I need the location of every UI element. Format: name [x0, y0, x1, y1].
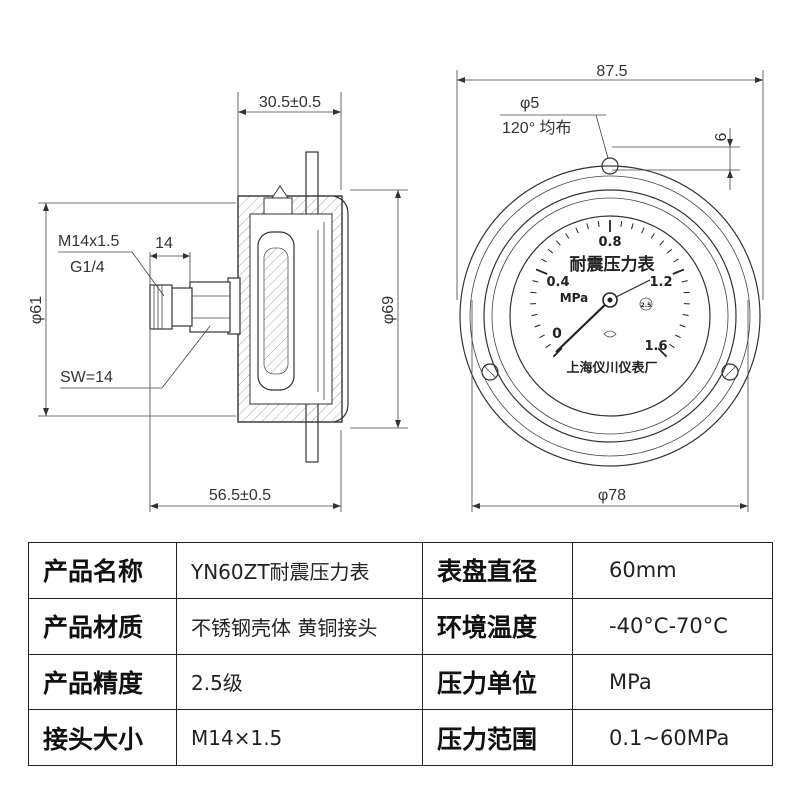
dial-tick [672, 268, 685, 275]
spec-value: M14×1.5 [176, 709, 423, 766]
accuracy-class-mark [639, 297, 653, 311]
mount-hole-right [721, 363, 739, 381]
dial-tick [631, 223, 634, 230]
dim-diameter-69: φ69 [380, 296, 397, 324]
mount-hole-left [481, 363, 499, 381]
dial-tick [541, 258, 547, 263]
dial-tick [666, 248, 673, 254]
spec-key: 压力范围 [422, 709, 573, 766]
scale-label-1.2: 1.2 [649, 275, 672, 290]
flange-outline [459, 165, 761, 467]
dial-tick [620, 220, 623, 227]
pointer-needle [555, 299, 611, 353]
side-view: 30.5±0.5 14 M14x1.5 G1/4 [28, 92, 408, 512]
spec-row: 接头大小 M14×1.5 压力范围 0.1~60MPa [28, 709, 773, 766]
dial-tick [659, 240, 665, 246]
dim-hole: φ5 [520, 95, 539, 112]
dial-tick [681, 280, 688, 283]
cert-mark-icon [603, 330, 617, 338]
spec-value: 0.1~60MPa [572, 709, 773, 766]
spec-key: 产品精度 [28, 653, 177, 711]
dim-flange-width: 87.5 [596, 63, 627, 80]
spec-key: 环境温度 [422, 597, 573, 655]
spec-row: 产品精度 2.5级 压力单位 MPa [28, 653, 773, 711]
dial-tick [683, 291, 690, 294]
dial-tick [539, 334, 545, 339]
dial-tick [657, 347, 668, 358]
hex-nut [189, 281, 231, 333]
dial-tick [547, 248, 554, 254]
spec-key: 产品材质 [28, 597, 177, 655]
dial-tick [535, 268, 548, 275]
dial-tick [586, 223, 589, 230]
spec-table: 产品名称 YN60ZT耐震压力表 表盘直径 60mm 产品材质 不锈钢壳体 黄铜… [28, 542, 773, 766]
dim-total-length: 56.5±0.5 [209, 487, 271, 504]
spec-key: 压力单位 [422, 653, 573, 711]
dim-pipe-thread: G1/4 [70, 259, 105, 276]
dial-tick [565, 233, 570, 239]
dial-title: 耐震压力表 [570, 254, 656, 275]
dial-ticks [530, 220, 690, 358]
dial-tick [679, 324, 686, 328]
scale-label-0.8: 0.8 [598, 235, 621, 250]
dial-maker: 上海仪川仪表厂 [566, 360, 657, 376]
dim-hole-note: 120° 均布 [502, 119, 572, 137]
dial-tick [555, 240, 561, 246]
dial-tick [531, 313, 538, 317]
dial-unit: MPa [560, 291, 589, 305]
dial-tick [675, 334, 681, 339]
scale-label-0.4: 0.4 [546, 275, 569, 290]
spec-row: 产品材质 不锈钢壳体 黄铜接头 环境温度 -40°C-70°C [28, 597, 773, 655]
dial-tick [545, 343, 551, 349]
thread-connector [149, 284, 173, 330]
dim-depth: 30.5±0.5 [259, 94, 321, 111]
dial-tick [673, 258, 679, 263]
dial-tick [575, 227, 579, 234]
dial-face [509, 215, 711, 417]
dim-diameter-61: φ61 [28, 296, 45, 324]
spec-value: 60mm [572, 542, 773, 599]
spec-value: MPa [572, 653, 773, 711]
dial-tick [532, 280, 539, 283]
svg-text:2.5: 2.5 [641, 302, 652, 309]
spec-key: 接头大小 [28, 709, 177, 766]
spec-value: -40°C-70°C [572, 597, 773, 655]
dial-tick [682, 313, 689, 317]
dial-tick [669, 343, 675, 349]
dial-tick [530, 291, 537, 294]
dial-tick [650, 233, 655, 239]
dial-tick [597, 220, 600, 227]
spec-key: 产品名称 [28, 542, 177, 599]
front-view: 87.5 φ5 120° 均布 6 耐震压力表 MPa 0 0.4 0.8 [456, 63, 764, 512]
vent-plug [271, 185, 289, 199]
dim-diameter-78: φ78 [598, 487, 626, 504]
dial-tick [552, 347, 563, 358]
spec-value: 2.5级 [176, 653, 423, 711]
dim-hex-length: 14 [155, 235, 173, 252]
dim-wrench: SW=14 [60, 369, 113, 386]
dial-tick [534, 324, 541, 328]
technical-drawing: 30.5±0.5 14 M14x1.5 G1/4 [28, 63, 764, 512]
scale-label-0: 0 [552, 326, 562, 342]
spec-key: 表盘直径 [422, 542, 573, 599]
spec-row: 产品名称 YN60ZT耐震压力表 表盘直径 60mm [28, 542, 773, 599]
spec-value: 不锈钢壳体 黄铜接头 [176, 597, 423, 655]
dial-tick [641, 227, 645, 234]
dim-gap: 6 [713, 132, 730, 141]
dim-thread: M14x1.5 [58, 233, 119, 250]
spec-value: YN60ZT耐震压力表 [176, 542, 423, 599]
scale-label-1.6: 1.6 [644, 339, 667, 354]
